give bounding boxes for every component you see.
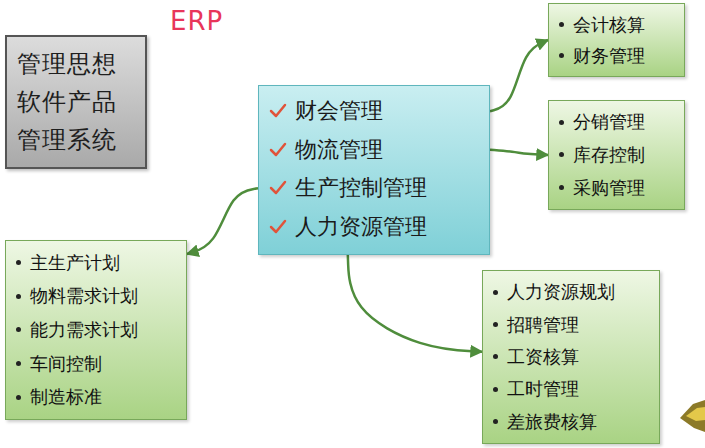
list-item: 能力需求计划	[14, 315, 176, 345]
bullet-dot	[493, 354, 498, 359]
connector-arrow	[348, 255, 482, 352]
module-box: 财会管理物流管理生产控制管理人力资源管理	[258, 85, 490, 255]
list-item: 会计核算	[557, 10, 674, 40]
list-item: 招聘管理	[491, 310, 649, 340]
check-mark	[269, 102, 287, 120]
item-text: 工时管理	[507, 374, 579, 404]
list-item: 财会管理	[269, 93, 477, 129]
module-text: 财会管理	[295, 93, 383, 129]
bullet-dot	[493, 290, 498, 295]
corner-figure	[680, 400, 705, 432]
list-item: 采购管理	[557, 173, 674, 203]
list-item: 主生产计划	[14, 248, 176, 278]
submodule-box: 会计核算财务管理	[548, 3, 685, 77]
item-text: 车间控制	[30, 349, 102, 379]
item-text: 主生产计划	[30, 248, 120, 278]
list-item: 生产控制管理	[269, 170, 477, 206]
list-item: 工时管理	[491, 374, 649, 404]
item-text: 会计核算	[573, 10, 645, 40]
concept-box: 管理思想软件产品管理系统	[5, 35, 147, 169]
list-item: 物流管理	[269, 132, 477, 168]
list-item: 制造标准	[14, 382, 176, 412]
item-text: 库存控制	[573, 140, 645, 170]
concept-text: 管理思想	[17, 45, 117, 83]
bullet-dot	[559, 152, 564, 157]
module-text: 生产控制管理	[295, 170, 427, 206]
bullet-dot	[493, 419, 498, 424]
list-item: 人力资源管理	[269, 209, 477, 245]
bullet-dot	[559, 185, 564, 190]
bullet-dot	[16, 327, 21, 332]
bullet-dot	[559, 22, 564, 27]
connector-arrow	[490, 150, 548, 155]
item-text: 制造标准	[30, 382, 102, 412]
check-mark	[269, 179, 287, 197]
check-mark	[269, 218, 287, 236]
module-text: 人力资源管理	[295, 209, 427, 245]
check-mark	[269, 141, 287, 159]
list-item: 库存控制	[557, 140, 674, 170]
item-text: 人力资源规划	[507, 277, 615, 307]
concept-text: 软件产品	[17, 83, 117, 121]
bullet-dot	[559, 120, 564, 125]
list-item: 人力资源规划	[491, 277, 649, 307]
list-item: 差旅费核算	[491, 407, 649, 437]
connector-arrow	[490, 40, 548, 111]
bullet-dot	[493, 387, 498, 392]
bullet-dot	[16, 361, 21, 366]
connector-arrow	[187, 188, 258, 254]
list-item: 物料需求计划	[14, 281, 176, 311]
bullet-dot	[16, 294, 21, 299]
list-item: 财务管理	[557, 41, 674, 71]
list-item: 管理系统	[17, 121, 135, 159]
bullet-dot	[493, 322, 498, 327]
title-scribble: ERP	[170, 6, 223, 36]
list-item: 管理思想	[17, 45, 135, 83]
list-item: 软件产品	[17, 83, 135, 121]
item-text: 分销管理	[573, 107, 645, 137]
list-item: 工资核算	[491, 342, 649, 372]
submodule-box: 人力资源规划招聘管理工资核算工时管理差旅费核算	[482, 270, 660, 444]
submodule-box: 主生产计划物料需求计划能力需求计划车间控制制造标准	[5, 240, 187, 420]
item-text: 差旅费核算	[507, 407, 597, 437]
submodule-box: 分销管理库存控制采购管理	[548, 100, 685, 210]
item-text: 能力需求计划	[30, 315, 138, 345]
bullet-dot	[16, 395, 21, 400]
list-item: 车间控制	[14, 349, 176, 379]
module-text: 物流管理	[295, 132, 383, 168]
item-text: 财务管理	[573, 41, 645, 71]
bullet-dot	[559, 53, 564, 58]
bullet-dot	[16, 260, 21, 265]
concept-text: 管理系统	[17, 121, 117, 159]
item-text: 物料需求计划	[30, 281, 138, 311]
item-text: 工资核算	[507, 342, 579, 372]
item-text: 采购管理	[573, 173, 645, 203]
list-item: 分销管理	[557, 107, 674, 137]
item-text: 招聘管理	[507, 310, 579, 340]
